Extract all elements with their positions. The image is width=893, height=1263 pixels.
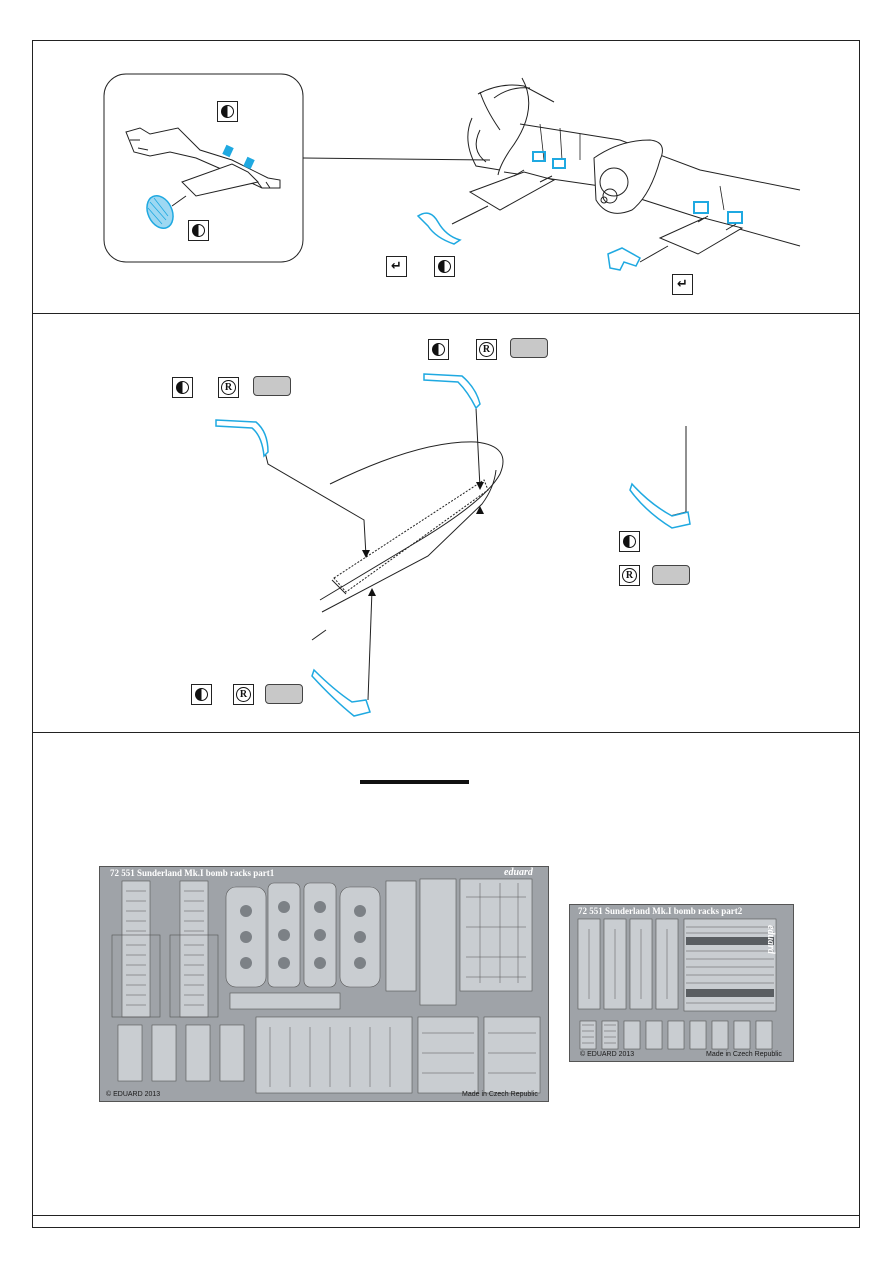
fret-origin: Made in Czech Republic bbox=[462, 1091, 538, 1098]
registered-icon: R bbox=[233, 684, 254, 705]
yin-yang-icon bbox=[172, 377, 193, 398]
fret-brand: eduard bbox=[504, 867, 533, 878]
fret-copyright: © EDUARD 2013 bbox=[580, 1051, 635, 1058]
yin-yang-icon bbox=[188, 220, 209, 241]
fret-part2-artwork bbox=[577, 918, 777, 1050]
detail-inset bbox=[103, 73, 304, 263]
registered-icon: R bbox=[619, 565, 640, 586]
fret-title: 72 551 Sunderland Mk.I bomb racks part1 bbox=[110, 868, 275, 878]
photo-etch-fret-part1: 72 551 Sunderland Mk.I bomb racks part1 … bbox=[99, 866, 549, 1102]
yin-yang-icon bbox=[217, 101, 238, 122]
yin-yang-icon bbox=[428, 339, 449, 360]
section-title-bar bbox=[360, 780, 469, 784]
filler-color-swatch bbox=[652, 565, 690, 585]
section-divider-1 bbox=[32, 313, 860, 314]
fret-origin: Made in Czech Republic bbox=[706, 1051, 782, 1058]
fret-copyright: © EDUARD 2013 bbox=[106, 1091, 161, 1098]
bend-arrow-icon: ↵ bbox=[386, 256, 407, 277]
fret-brand: eduard bbox=[765, 925, 776, 954]
bend-arrow-icon: ↵ bbox=[672, 274, 693, 295]
fret-title: 72 551 Sunderland Mk.I bomb racks part2 bbox=[578, 906, 743, 916]
section-divider-2 bbox=[32, 732, 860, 733]
registered-icon: R bbox=[218, 377, 239, 398]
yin-yang-icon bbox=[619, 531, 640, 552]
section-divider-3 bbox=[32, 1215, 860, 1216]
inset-leader-line bbox=[302, 157, 491, 161]
filler-color-swatch bbox=[253, 376, 291, 396]
canopy-lens-part bbox=[146, 195, 174, 229]
registered-icon: R bbox=[476, 339, 497, 360]
photo-etch-fret-part2: 72 551 Sunderland Mk.I bomb racks part2 … bbox=[569, 904, 794, 1062]
instruction-sheet-frame bbox=[32, 40, 860, 1228]
fret-part1-artwork bbox=[111, 878, 541, 1094]
filler-color-swatch bbox=[510, 338, 548, 358]
filler-color-swatch bbox=[265, 684, 303, 704]
yin-yang-icon bbox=[434, 256, 455, 277]
yin-yang-icon bbox=[191, 684, 212, 705]
